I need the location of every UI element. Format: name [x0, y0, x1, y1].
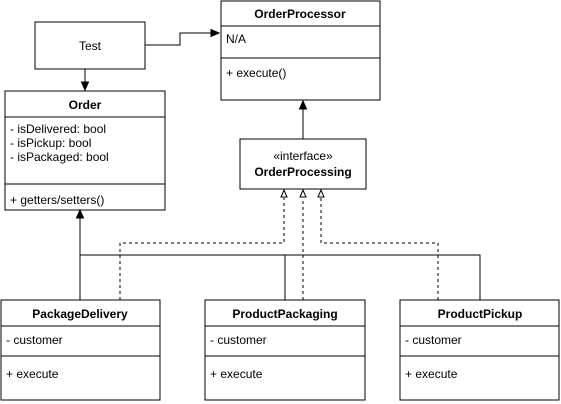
orderprocessor-class[interactable]: OrderProcessor N/A + execute()	[220, 0, 381, 101]
packagedelivery-realization-line	[119, 198, 285, 300]
test-to-orderprocessor-line	[145, 32, 212, 46]
interface-to-orderprocessor-arrowhead	[298, 99, 308, 110]
order-attribute-isdelivered: - isDelivered: bool	[10, 122, 106, 136]
packagedelivery-method: + execute	[6, 367, 59, 381]
orderprocessing-interface[interactable]: «interface» OrderProcessing	[239, 138, 367, 190]
productpickup-realization-line	[320, 198, 439, 300]
realization-arrowhead-middle	[299, 188, 307, 198]
interface-stereotype: «interface»	[273, 149, 333, 163]
orderprocessor-title: OrderProcessor	[254, 7, 346, 21]
order-method: + getters/setters()	[10, 193, 104, 207]
productpackaging-method: + execute	[210, 367, 263, 381]
order-class[interactable]: Order - isDelivered: bool - isPickup: bo…	[4, 90, 166, 211]
packagedelivery-attribute: - customer	[6, 333, 63, 347]
packagedelivery-title: PackageDelivery	[32, 307, 128, 321]
test-to-orderprocessor-arrowhead	[210, 28, 221, 38]
interface-title: OrderProcessing	[254, 165, 351, 179]
orderprocessor-method: + execute()	[226, 66, 286, 80]
realization-arrowhead-right	[317, 188, 325, 198]
productpackaging-title: ProductPackaging	[232, 307, 337, 321]
productpickup-class[interactable]: ProductPickup - customer + execute	[399, 299, 560, 401]
test-box[interactable]: Test	[34, 21, 146, 70]
test-label: Test	[79, 39, 102, 53]
productpackaging-class[interactable]: ProductPackaging - customer + execute	[204, 299, 366, 401]
orderprocessor-attribute: N/A	[226, 32, 246, 46]
order-link-arrowhead	[75, 208, 85, 219]
productpickup-attribute: - customer	[405, 333, 462, 347]
productpickup-title: ProductPickup	[438, 307, 523, 321]
order-attribute-ispickup: - isPickup: bool	[10, 136, 91, 150]
connectors	[75, 28, 481, 300]
productpackaging-attribute: - customer	[210, 333, 267, 347]
test-to-order-arrowhead	[80, 81, 90, 92]
order-title: Order	[69, 98, 102, 112]
realization-arrowhead-left	[280, 188, 288, 198]
classes-to-order-bus	[79, 254, 481, 300]
packagedelivery-class[interactable]: PackageDelivery - customer + execute	[0, 299, 161, 401]
productpickup-method: + execute	[405, 367, 458, 381]
order-attribute-ispackaged: - isPackaged: bool	[10, 150, 109, 164]
